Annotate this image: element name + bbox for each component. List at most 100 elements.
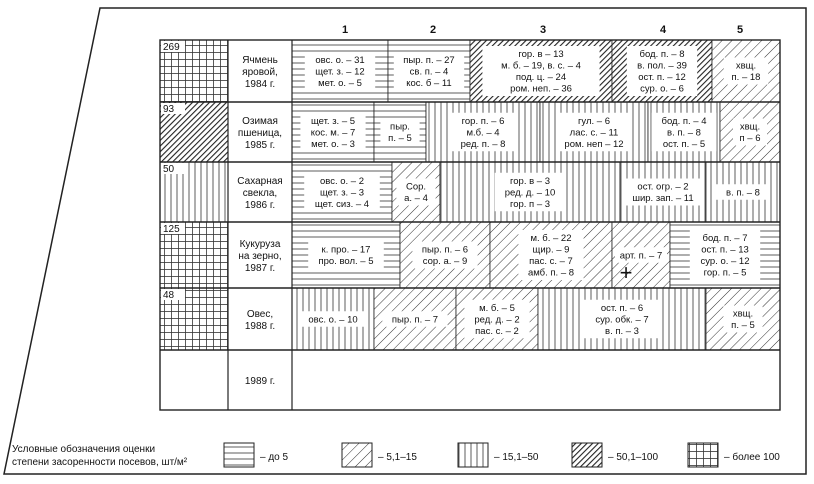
crop-label-line: Озимая <box>242 116 278 127</box>
block-label-bg <box>482 46 600 96</box>
count-cell <box>160 350 228 410</box>
count-value: 125 <box>163 224 180 235</box>
legend-label: – 50,1–100 <box>608 452 658 463</box>
weed-entry: овс. о. – 31 <box>315 55 364 66</box>
block-label-bg <box>715 184 771 200</box>
legend-label: – 5,1–15 <box>378 452 417 463</box>
column-number: 5 <box>737 24 743 36</box>
weed-entry: гор. п. – 5 <box>704 268 747 279</box>
weed-entry: ост. п. – 6 <box>601 303 643 314</box>
weed-entry: гул. – 6 <box>578 116 610 127</box>
block-label-bg <box>412 241 478 269</box>
weed-entry: м. б. – 5 <box>479 303 515 314</box>
legend-label: – более 100 <box>724 451 780 463</box>
weed-entry: в. п. – 8 <box>667 127 701 138</box>
block-label-bg <box>297 311 369 327</box>
weed-entry: ред. д. – 10 <box>505 187 556 198</box>
block-label-bg <box>689 230 761 280</box>
weed-entry: щир. – 9 <box>533 245 570 256</box>
crop-label-line: 1985 г. <box>245 140 275 151</box>
weed-entry: кос. б – 11 <box>406 78 451 89</box>
weed-entry: мет. о. – 5 <box>318 78 362 89</box>
legend-swatch <box>571 442 603 468</box>
crop-label-line: яровой, <box>242 67 278 78</box>
weed-entry: пыр. п. – 6 <box>422 245 468 256</box>
block-label-bg <box>380 118 420 146</box>
weed-entry: хвщ. <box>733 309 753 320</box>
weed-entry: в. пол. – 39 <box>637 61 687 72</box>
weed-entry: м. б. – 19, в. с. – 4 <box>501 61 581 72</box>
column-number: 3 <box>540 24 546 36</box>
crop-label-line: пшеница, <box>238 128 282 139</box>
block-label-bg <box>723 57 769 85</box>
crop-label-line: Ячмень <box>242 55 278 66</box>
weed-entry: хвщ. <box>736 61 756 72</box>
weed-entry: п. – 18 <box>732 72 761 83</box>
block-label-bg <box>723 305 763 333</box>
weed-entry: бод. п. – 4 <box>662 116 707 127</box>
count-label-bg <box>161 103 185 114</box>
block-label-bg <box>584 299 660 339</box>
block-label-bg <box>300 112 366 152</box>
outer-frame <box>3 7 807 475</box>
weed-entry: овс. о. – 10 <box>308 314 357 325</box>
crop-label-line: свекла, <box>243 188 277 199</box>
block-label-bg <box>733 118 767 146</box>
weed-entry: м. б. – 22 <box>530 233 571 244</box>
weed-entry: гор. п. – 6 <box>462 116 505 127</box>
block-label-bg <box>556 112 632 152</box>
block-label-bg <box>382 311 448 327</box>
count-value: 269 <box>163 42 180 53</box>
block-label-bg <box>518 230 584 280</box>
weed-entry: м.б. – 4 <box>466 127 499 138</box>
weed-entry: щет. з. – 12 <box>315 66 364 77</box>
weed-entry: Сор. <box>406 182 426 193</box>
weed-entry: бод. п. – 8 <box>640 49 685 60</box>
column-number: 2 <box>430 24 436 36</box>
table-border <box>159 39 781 411</box>
weed-entry: гор. п – 3 <box>510 199 550 210</box>
weed-entry: пас. с. – 2 <box>475 326 519 337</box>
count-value: 48 <box>163 290 175 301</box>
table-grid <box>159 39 781 411</box>
crop-label-line: Сахарная <box>237 176 282 187</box>
crop-label-line: 1987 г. <box>245 263 275 274</box>
crop-label-line: 1986 г. <box>245 200 275 211</box>
block-label-bg <box>615 247 667 263</box>
block-label-bg <box>304 172 380 212</box>
weed-entry: ром. неп – 12 <box>564 139 623 150</box>
weed-entry: амб. п. – 8 <box>528 268 574 279</box>
block-label-bg <box>308 241 384 269</box>
column-number: 4 <box>660 24 667 36</box>
crop-label-line: 1989 г. <box>245 376 275 387</box>
legend-title-line: Условные обозначения оценки <box>12 443 155 455</box>
weed-entry: к. про. – 17 <box>322 245 371 256</box>
weed-entry: п. – 5 <box>731 320 755 331</box>
weed-entry: сур. обк. – 7 <box>595 314 648 325</box>
weed-entry: ред. д. – 2 <box>474 314 519 325</box>
weed-entry: п. – 5 <box>388 133 412 144</box>
plus-marker: + <box>620 260 633 285</box>
legend-swatch <box>687 442 719 468</box>
weed-entry: овс. о. – 2 <box>320 176 364 187</box>
weed-entry: шир. зап. – 11 <box>632 193 693 204</box>
weed-entry: ост. п. – 12 <box>638 72 686 83</box>
weed-entry: в. п. – 8 <box>726 187 760 198</box>
block-label-bg <box>494 172 566 212</box>
count-label-bg <box>161 223 185 234</box>
weed-entry: сор. а. – 9 <box>423 256 467 267</box>
legend-label: – до 5 <box>260 452 289 463</box>
crop-label-line: 1988 г. <box>245 321 275 332</box>
block-label-bg <box>651 112 717 152</box>
count-label-bg <box>161 289 185 300</box>
weed-entry: лас. с. – 11 <box>570 127 619 138</box>
weed-entry: про. вол. – 5 <box>318 256 373 267</box>
weed-entry: под. ц. – 24 <box>516 72 566 83</box>
column-numbers: 1 2 3 4 5 <box>342 24 743 36</box>
weed-entry: кос. м. – 7 <box>311 127 356 138</box>
weed-entry: арт. п. – 7 <box>620 250 663 261</box>
weed-entry: щет. з. – 3 <box>320 187 364 198</box>
